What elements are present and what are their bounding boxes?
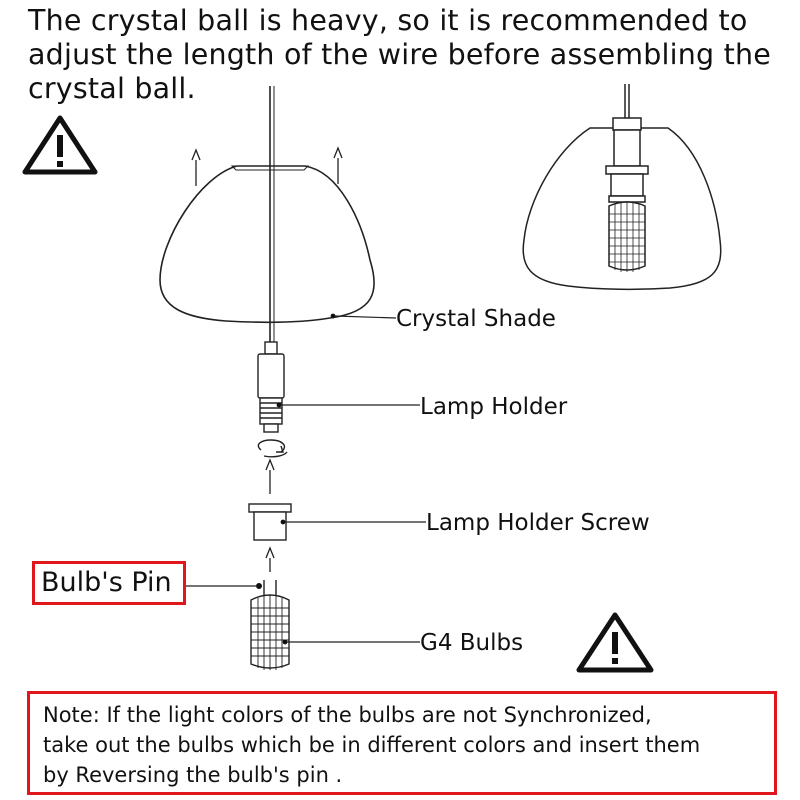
lamp-holder: [257, 341, 285, 433]
up-arrow-icon: [191, 148, 201, 186]
label-crystal-shade: Crystal Shade: [396, 306, 556, 332]
assembled-lamp: [522, 84, 722, 291]
note-line: Note: If the light colors of the bulbs a…: [43, 703, 652, 727]
label-g4-bulbs: G4 Bulbs: [420, 630, 523, 656]
warning-icon: [22, 115, 98, 175]
crystal-shade: [159, 165, 375, 324]
label-lamp-holder-screw: Lamp Holder Screw: [426, 510, 650, 536]
lamp-holder-screw: [248, 503, 292, 541]
up-arrow-icon: [265, 458, 275, 494]
assembled-bulb-grid: [609, 201, 645, 272]
note-box: Note: If the light colors of the bulbs a…: [27, 691, 777, 795]
heading-line: The crystal ball is heavy, so it is reco…: [28, 4, 748, 37]
heading-line: crystal ball.: [28, 72, 196, 105]
bulb-grid: [251, 595, 289, 670]
note-line: take out the bulbs which be in different…: [43, 733, 701, 757]
up-arrow-icon: [265, 546, 275, 572]
heading: The crystal ball is heavy, so it is reco…: [28, 4, 788, 106]
label-bulbs-pin: Bulb's Pin: [41, 567, 172, 598]
label-lamp-holder: Lamp Holder: [420, 394, 568, 420]
bulbs-pin-callout: Bulb's Pin: [32, 561, 186, 605]
up-arrow-icon: [333, 146, 343, 184]
heading-line: adjust the length of the wire before ass…: [28, 38, 771, 71]
warning-icon: [576, 612, 654, 673]
note-line: by Reversing the bulb's pin .: [43, 763, 343, 787]
rotate-icon: [257, 439, 288, 458]
